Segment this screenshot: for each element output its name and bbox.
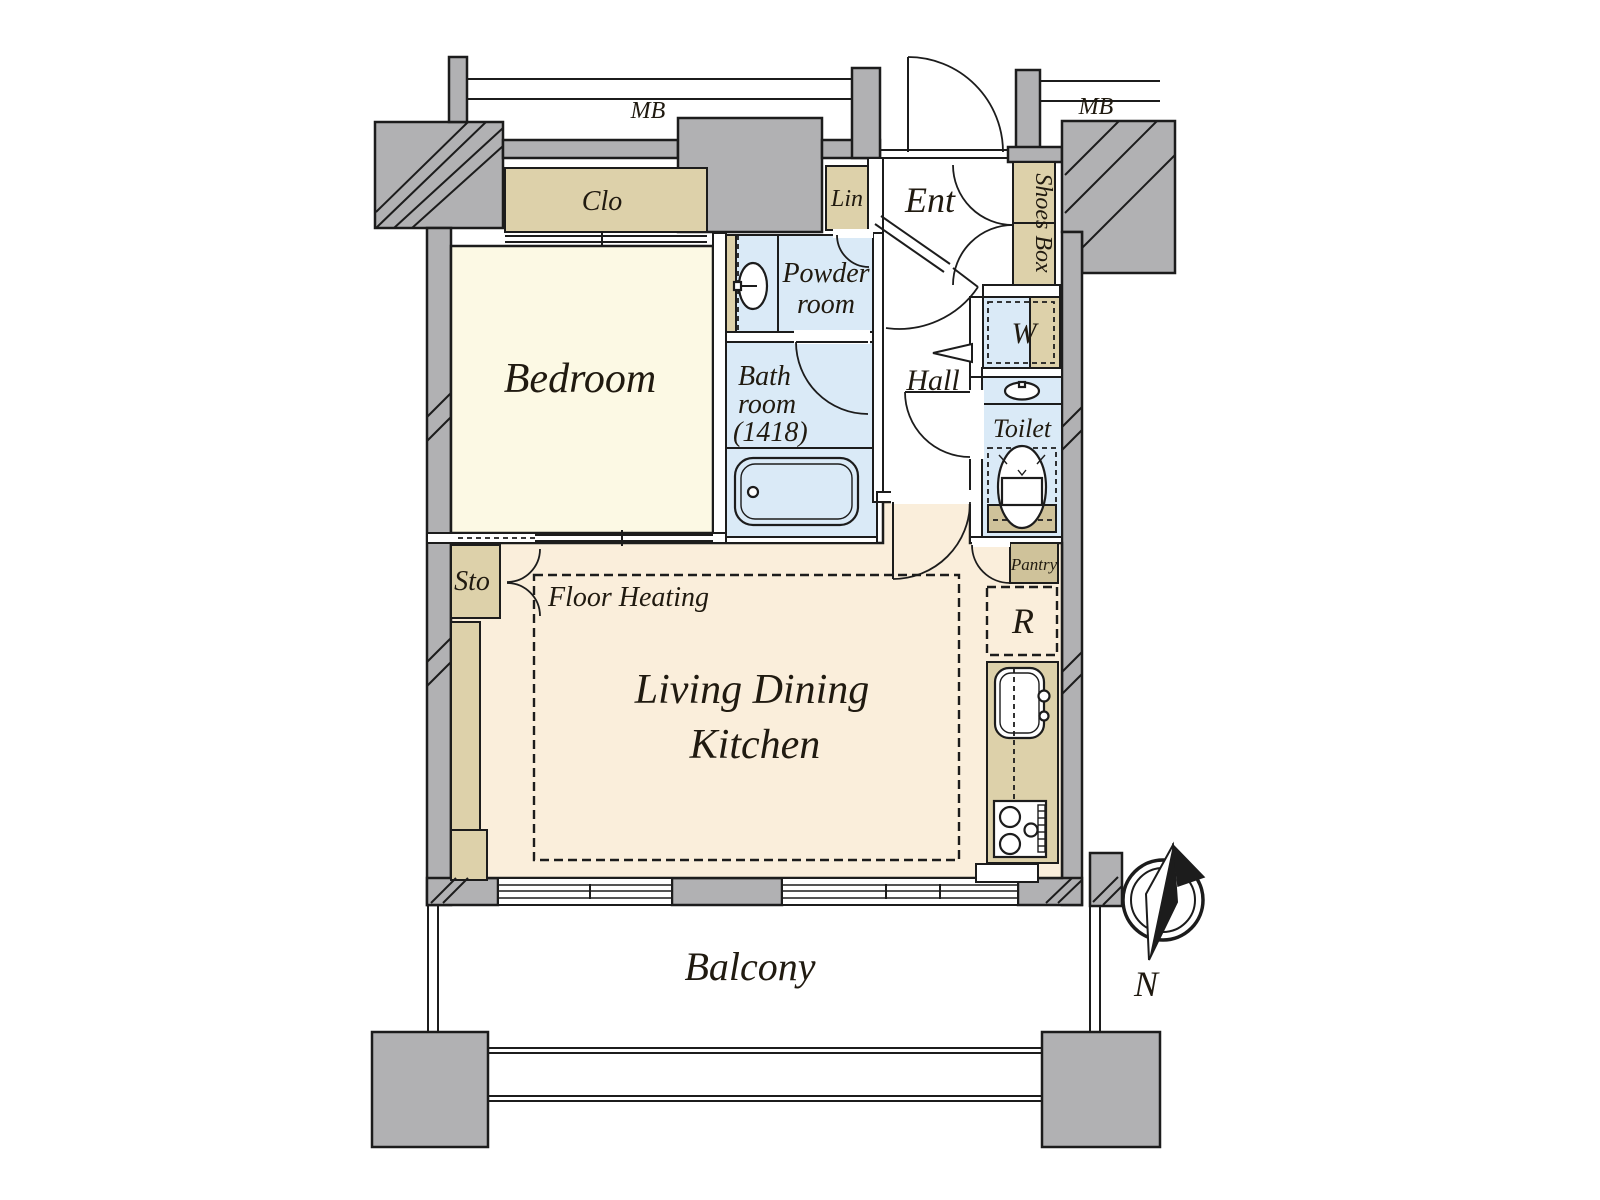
window-bottom-left <box>497 877 673 906</box>
bedroom-bottom-opening <box>458 530 713 546</box>
label-pantry: Pantry <box>1010 555 1058 574</box>
label-closet: Clo <box>582 186 622 217</box>
wall-above-washer <box>982 284 1061 298</box>
label-hall: Hall <box>905 364 959 397</box>
wall-counter-strip <box>450 621 481 831</box>
door-swing-marker <box>932 342 973 364</box>
wall-left-column <box>425 226 453 907</box>
wall-band-above-closet <box>501 138 680 160</box>
counter-end-panel <box>975 863 1039 883</box>
label-ldk-2: Kitchen <box>689 722 821 768</box>
shoes-box-doors <box>952 164 1014 286</box>
balcony-structure <box>427 905 1101 1102</box>
wall-bedroom-right <box>712 232 727 544</box>
label-bath-3: (1418) <box>733 417 808 448</box>
room-floors <box>449 161 1064 881</box>
powder-sink-icon <box>732 261 769 311</box>
front-door <box>907 56 1004 153</box>
label-compass-north: N <box>1133 964 1160 1004</box>
label-washer: W <box>1012 317 1040 350</box>
label-bath-2: room <box>738 389 796 420</box>
floor-heating-area <box>532 573 961 862</box>
mb-duct-lines <box>467 78 1160 102</box>
balcony-pillar-right <box>1040 1030 1162 1149</box>
storage-floor <box>450 544 501 619</box>
wall-hall-left <box>872 232 884 503</box>
wall-stub-entrance-right <box>1014 68 1042 150</box>
wall-bath-ldk <box>725 536 878 544</box>
wall-toilet-ldk <box>969 536 1063 544</box>
label-bath-1: Bath <box>738 361 791 392</box>
wall-right-column <box>1060 230 1084 907</box>
pantry-door <box>971 544 1011 584</box>
label-mb-left: MB <box>630 98 666 124</box>
wall-counter-box <box>450 829 488 881</box>
label-entrance: Ent <box>904 180 956 220</box>
label-toilet: Toilet <box>993 414 1052 443</box>
bathtub-icon <box>733 456 860 527</box>
toilet-sink-icon <box>1003 380 1041 401</box>
door-openings <box>794 229 1010 547</box>
toilet-icon <box>987 444 1057 533</box>
bedroom-floor <box>449 244 715 535</box>
washer-space-beige <box>1029 296 1061 369</box>
label-shoes-box: Shoes Box <box>1030 173 1056 273</box>
kitchen-sink-icon <box>993 666 1051 740</box>
label-balcony: Balcony <box>684 944 815 989</box>
wall-bottom-b <box>670 876 784 907</box>
label-powder-2: room <box>797 289 855 320</box>
compass-icon <box>1121 841 1206 961</box>
wall-stub-top-left <box>447 55 469 124</box>
wall-band-right-of-door <box>1006 145 1064 164</box>
wall-stub-entrance-left <box>850 66 882 160</box>
hall-ldk-door <box>892 501 971 580</box>
wall-bottom-a <box>425 876 500 907</box>
toilet-door <box>904 342 973 458</box>
label-powder-1: Powder <box>781 258 869 289</box>
bathroom-door <box>795 341 869 415</box>
powder-room-door <box>836 234 870 268</box>
refrigerator-space <box>985 585 1059 657</box>
fixtures <box>732 261 1059 883</box>
labels: MB MB Clo Lin Ent Shoes Box Powder room … <box>454 94 1160 1004</box>
storage-double-doors <box>506 548 541 617</box>
closet-floor <box>504 167 708 233</box>
wall-washer-toilet <box>981 367 1063 378</box>
wall-bedroom-ldk <box>426 532 727 544</box>
hatch-marks <box>375 120 1176 906</box>
washer-space-icon <box>987 301 1055 364</box>
wall-hall-washer <box>969 296 984 378</box>
wall-ent-linen <box>867 157 884 234</box>
doors <box>506 56 1014 617</box>
balcony-pillar-left <box>370 1030 490 1149</box>
label-linen: Lin <box>830 186 863 212</box>
label-ldk-1: Living Dining <box>634 667 870 713</box>
entrance-step-and-hall-door <box>874 215 979 330</box>
stove-icon <box>992 799 1048 859</box>
label-storage: Sto <box>454 566 490 597</box>
label-floor-heating: Floor Heating <box>547 582 709 613</box>
wall-stub-bottom-right <box>1088 851 1124 908</box>
closet-sliding-door <box>505 231 707 247</box>
label-bedroom: Bedroom <box>504 356 656 402</box>
label-mb-right: MB <box>1078 94 1114 120</box>
wall-hall-ldk-jamb <box>876 491 894 503</box>
label-refrigerator: R <box>1011 601 1034 641</box>
wall-top-left-block <box>373 120 505 230</box>
